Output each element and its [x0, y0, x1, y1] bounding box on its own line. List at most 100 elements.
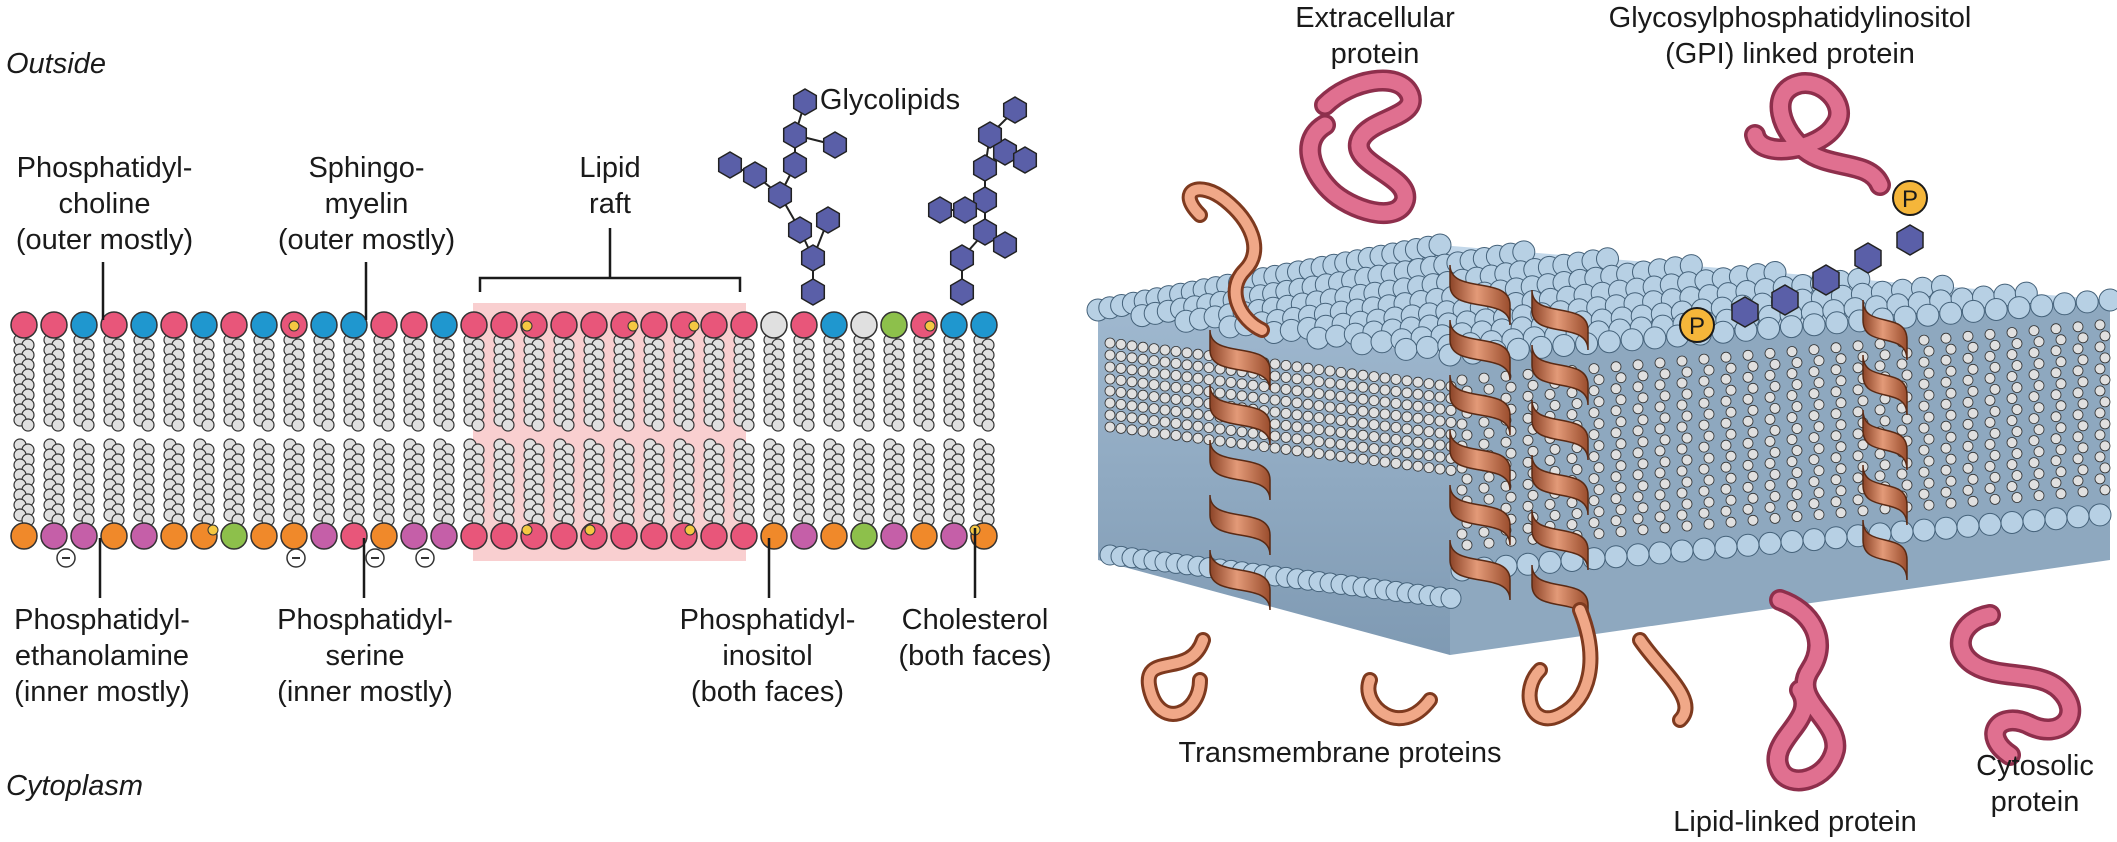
membrane-front-tail [1791, 423, 1803, 434]
outer-lipid-tail [501, 418, 515, 432]
membrane-front-tail [1676, 465, 1688, 477]
membrane-front-tail [1725, 406, 1737, 418]
membrane-side-tail [1379, 372, 1391, 384]
membrane-front-tail [1747, 426, 1759, 438]
membrane-front-tail [1610, 493, 1622, 505]
membrane-side-tail [1302, 386, 1314, 398]
membrane-bottom-head [1516, 552, 1540, 576]
outer-lipid-tail [681, 418, 695, 432]
membrane-side-tail [1324, 413, 1336, 425]
membrane-front-tail [2033, 446, 2045, 458]
membrane-front-tail [1808, 454, 1820, 466]
membrane-front-tail [1923, 455, 1935, 467]
membrane-side-tail [1247, 379, 1259, 391]
outer-headgroup [550, 311, 578, 339]
gpi-sugar-icon [1771, 284, 1799, 316]
inner-headgroup [730, 522, 758, 550]
membrane-front-tail [1615, 416, 1627, 428]
membrane-side-tail [1412, 460, 1424, 472]
membrane-front-tail [1703, 518, 1715, 530]
helix-turn [1862, 299, 1908, 361]
helix-turn [1862, 409, 1908, 471]
membrane-front-tail [1879, 415, 1891, 427]
membrane-front-tail [1769, 358, 1781, 370]
phosphatidylethanolamine-line-3: (inner mostly) [14, 676, 190, 708]
membrane-front-tail [2055, 422, 2067, 434]
membrane-bottom-head [1780, 530, 1804, 553]
membrane-front-tail [1500, 436, 1512, 448]
sphingomyelin-line-3: (outer mostly) [277, 224, 456, 256]
phosphatidylserine-line-2: serine [325, 640, 405, 672]
cholesterol-head [207, 524, 219, 536]
membrane-front-tail [2094, 429, 2106, 441]
membrane-side-tail [1269, 418, 1281, 430]
membrane-front-tail [1676, 487, 1688, 499]
membrane-bottom-head [2022, 509, 2046, 533]
inner-headgroup [700, 522, 728, 550]
membrane-front-tail [1808, 432, 1820, 444]
cytosolic-protein-label: Cytosolic protein [1960, 748, 2110, 820]
membrane-front-tail [1593, 462, 1605, 474]
membrane-side-tail [1357, 429, 1369, 441]
membrane-front-tail [1659, 522, 1671, 534]
membrane-side-tail [1346, 368, 1358, 380]
membrane-side-tail [1148, 367, 1160, 379]
membrane-side-tail [1335, 438, 1347, 450]
outer-lipid-tail [471, 418, 485, 432]
membrane-side-tail [1280, 443, 1292, 455]
gpi-linked-protein-label: Glycosylphosphatidylinositol (GPI) linke… [1580, 0, 2000, 72]
membrane-front-tail [1918, 488, 1930, 500]
membrane-front-tail [1747, 404, 1759, 416]
membrane-bottom-head [2044, 507, 2068, 531]
membrane-front-tail [1984, 394, 1996, 406]
membrane-side-tail [1302, 434, 1314, 446]
membrane-front-tail [1945, 365, 1957, 377]
membrane-front-tail [1703, 364, 1715, 376]
membrane-front-tail [2033, 468, 2045, 480]
transmembrane-proteins-label: Transmembrane proteins [1178, 737, 1502, 769]
membrane-front-tail [1720, 483, 1732, 495]
membrane-surface-head [1643, 326, 1667, 350]
membrane-front-tail [1456, 374, 1468, 386]
cholesterol-head [288, 320, 300, 332]
membrane-bottom-head [2000, 511, 2024, 534]
membrane-front-tail [1852, 340, 1864, 352]
membrane-front-tail [1945, 431, 1957, 443]
outer-lipid-tail [141, 418, 155, 432]
inner-headgroup [940, 522, 968, 550]
membrane-front-tail [2055, 444, 2067, 456]
membrane-front-tail [1478, 372, 1490, 384]
membrane-side-tail [1390, 385, 1402, 397]
membrane-front-tail [1769, 380, 1781, 392]
membrane-front-tail [1962, 374, 1974, 386]
cholesterol-head [688, 320, 700, 332]
membrane-side-tail [1137, 365, 1149, 377]
outer-lipid-tail [621, 418, 635, 432]
membrane-side-tail [1115, 398, 1127, 410]
membrane-front-tail [1610, 405, 1622, 417]
cholesterol-head [627, 320, 639, 332]
membrane-bottom-head [1824, 526, 1848, 550]
membrane-front-tail [1571, 398, 1583, 409]
membrane-side-tail [1236, 378, 1248, 390]
membrane-side-tail [1379, 396, 1391, 408]
membrane-front-tail [1632, 381, 1644, 393]
helix-turn [1531, 344, 1589, 406]
membrane-front-tail [1918, 334, 1930, 346]
inner-headgroup [10, 522, 38, 550]
membrane-front-tail [1786, 390, 1798, 401]
membrane-front-tail [2028, 413, 2040, 425]
membrane-front-tail [1544, 498, 1556, 510]
membrane-side-tail [1401, 411, 1413, 423]
membrane-side-tail [1269, 442, 1281, 454]
membrane-front-tail [2033, 490, 2045, 502]
membrane-side-tail [1379, 456, 1391, 468]
membrane-side-tail [1115, 362, 1127, 374]
outer-lipid-tail [201, 418, 215, 432]
membrane-front-tail [1698, 419, 1710, 431]
membrane-side-tail [1346, 440, 1358, 452]
outer-headgroup [10, 311, 38, 339]
outer-headgroup [850, 311, 878, 339]
membrane-side-tail [1368, 419, 1380, 431]
